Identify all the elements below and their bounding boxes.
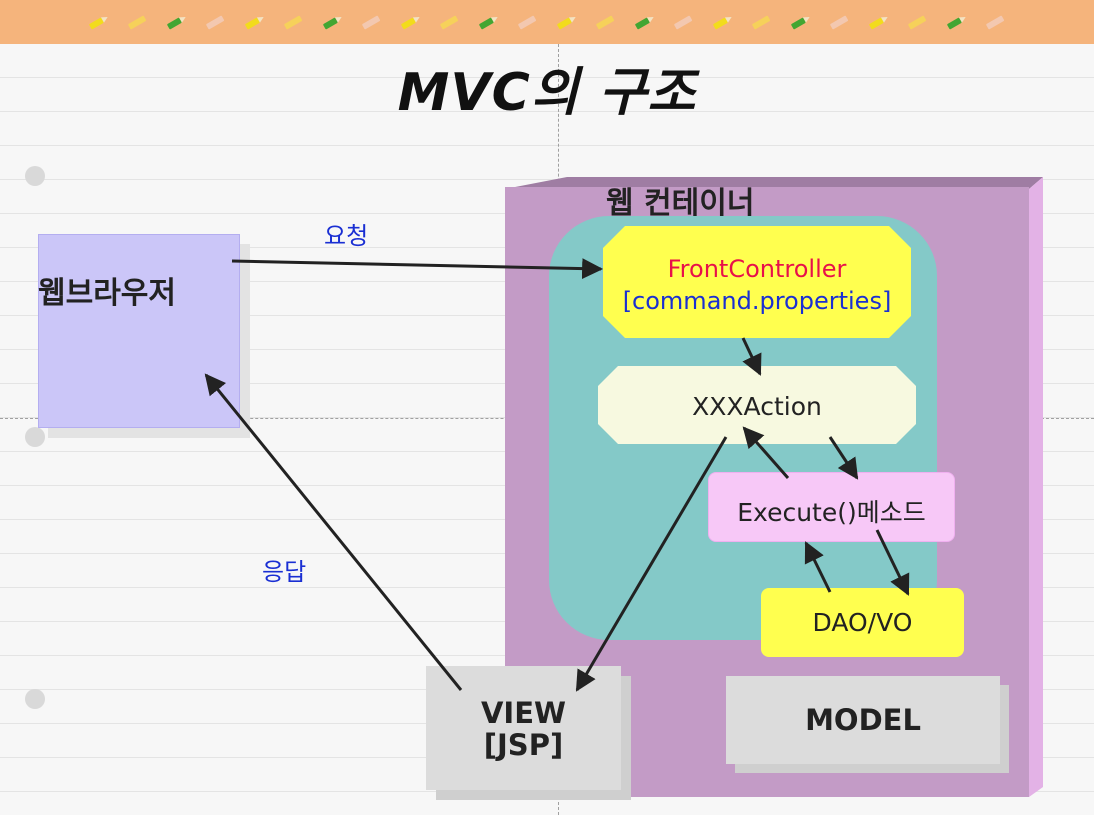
execute-method-box (708, 472, 955, 542)
response-arrow (204, 373, 463, 691)
request-label: 요청 (324, 222, 369, 250)
view-label: VIEW (480, 696, 567, 730)
execute-to-action-arrow (742, 426, 790, 479)
jsp-label: [JSP] (483, 728, 564, 762)
request-arrow (231, 258, 604, 280)
binder-hole (25, 427, 45, 447)
dao-to-execute-arrow (804, 541, 832, 593)
execute-to-dao-arrow (875, 529, 910, 596)
dao-vo-label: DAO/VO (812, 608, 913, 637)
controller-to-action-arrow (741, 337, 762, 376)
web-container-label: 웹 컨테이너 (606, 186, 755, 221)
binder-hole (25, 689, 45, 709)
model-box (726, 676, 1000, 764)
response-label: 응답 (262, 558, 307, 586)
model-label: MODEL (805, 703, 921, 737)
action-to-execute-arrow (828, 436, 859, 480)
front-controller-label: FrontController (667, 255, 847, 283)
action-to-view-arrow (575, 436, 728, 692)
dao-vo-box (761, 588, 964, 657)
page-title: MVC의 구조 (397, 63, 697, 123)
front-controller-box (603, 226, 911, 338)
command-properties-label: [command.properties] (622, 287, 892, 315)
execute-method-label: Execute()메소드 (737, 498, 926, 527)
web-browser-label: 웹브라우저 (38, 276, 176, 311)
action-label: XXXAction (692, 392, 822, 421)
binder-hole (25, 166, 45, 186)
header-bar (0, 0, 1094, 44)
